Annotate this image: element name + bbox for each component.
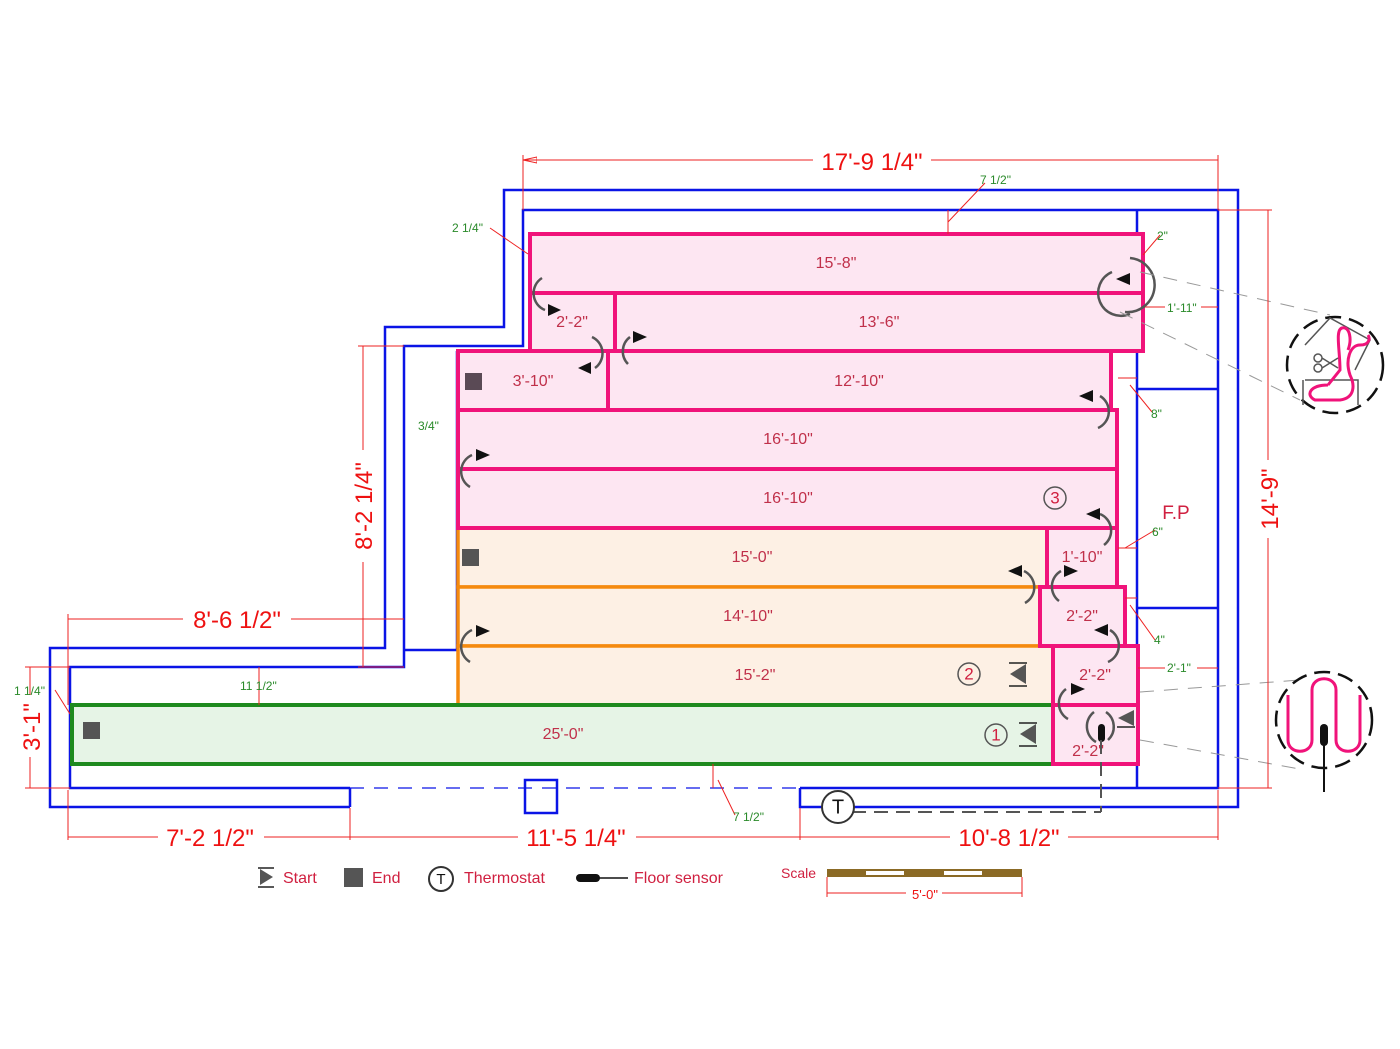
strip-label: 15'-2" xyxy=(735,667,776,684)
offset-label: 2'-1" xyxy=(1167,661,1191,675)
floor-drain-box xyxy=(523,778,559,815)
thermostat-icon-letter: T xyxy=(436,871,445,888)
offset-label: 6" xyxy=(1152,525,1163,539)
legend-scale: Scale xyxy=(781,865,816,881)
start-icon xyxy=(1019,722,1037,747)
strip-r2b xyxy=(613,291,1145,353)
zone-markers: 1 2 3 xyxy=(957,486,1067,747)
dim-left-lower-width: 8'-6 1/2" xyxy=(193,607,281,634)
scale-length: 5'-0" xyxy=(912,887,938,902)
strip-label: 12'-10" xyxy=(834,373,884,390)
thermostat: T xyxy=(821,790,855,824)
strip-label: 1'-10" xyxy=(1062,549,1103,566)
heating-strips xyxy=(70,232,1145,766)
zone-number: 3 xyxy=(1050,488,1059,507)
strip-label: 25'-0" xyxy=(543,726,584,743)
offset-label: 1 1/4" xyxy=(14,684,45,698)
strip-label: 2'-2" xyxy=(556,314,588,331)
end-icon xyxy=(344,868,363,887)
strip-label: 2'-2" xyxy=(1066,608,1098,625)
zone-number: 1 xyxy=(991,725,1000,744)
offset-label: 3/4" xyxy=(418,419,439,433)
floor-sensor-icon xyxy=(576,874,628,882)
strip-label: 14'-10" xyxy=(723,608,773,625)
legend-floor-sensor: Floor sensor xyxy=(634,870,724,887)
dimensions: 17'-9 1/4" 14'-9" 8'-2 1/4" 8'-6 1/2" 3'… xyxy=(14,147,1284,852)
thermostat-symbol: T xyxy=(832,796,844,818)
strip-r8b xyxy=(1051,644,1140,707)
end-icon xyxy=(462,549,479,566)
start-icon xyxy=(258,867,274,888)
offset-label: 11 1/2" xyxy=(240,679,277,693)
strip-label: 15'-0" xyxy=(732,549,773,566)
offset-label: 7 1/2" xyxy=(980,173,1011,187)
dim-top-width: 17'-9 1/4" xyxy=(821,149,922,176)
strip-r5 xyxy=(456,467,1119,530)
strip-label: 2'-2" xyxy=(1072,743,1104,760)
legend-end: End xyxy=(372,870,400,887)
offset-label: 4" xyxy=(1154,633,1165,647)
offset-label: 7 1/2" xyxy=(733,810,764,824)
dim-bottom-middle: 11'-5 1/4" xyxy=(526,825,625,852)
detail-sensor-callout xyxy=(1274,670,1374,792)
strip-r6b xyxy=(1045,526,1119,589)
strip-label: 3'-10" xyxy=(513,373,554,390)
dim-left-lower-height: 3'-1" xyxy=(19,703,46,751)
scissors-icon xyxy=(1313,353,1339,373)
strip-label: 16'-10" xyxy=(763,431,813,448)
dim-right-height: 14'-9" xyxy=(1257,468,1284,529)
offset-label: 2" xyxy=(1157,229,1168,243)
start-icon xyxy=(1009,662,1027,687)
strip-labels: 15'-8" 2'-2" 13'-6" 3'-10" 12'-10" 16'-1… xyxy=(513,255,1111,760)
offset-label: 1'-11" xyxy=(1167,301,1197,315)
end-markers xyxy=(83,373,482,739)
dim-bottom-left: 7'-2 1/2" xyxy=(166,825,254,852)
turn-arrows xyxy=(459,256,1156,744)
dim-left-upper-height: 8'-2 1/4" xyxy=(351,462,378,550)
fireplace-label: F.P xyxy=(1162,503,1189,524)
scale-bar: 5'-0" xyxy=(826,869,1023,902)
legend-thermostat: Thermostat xyxy=(464,870,545,887)
strip-label: 15'-8" xyxy=(816,255,857,272)
start-icon xyxy=(1117,710,1135,728)
strip-label: 13'-6" xyxy=(859,314,900,331)
thermostat-icon xyxy=(428,866,454,892)
offset-label: 8" xyxy=(1151,407,1162,421)
zone-number: 2 xyxy=(964,664,973,683)
legend: Start End T Thermostat Floor sensor Scal… xyxy=(258,865,1023,902)
strip-r3b xyxy=(606,349,1113,412)
floor-sensor xyxy=(852,724,1105,813)
strip-label: 2'-2" xyxy=(1079,667,1111,684)
dim-bottom-right: 10'-8 1/2" xyxy=(958,825,1059,852)
end-icon xyxy=(465,373,482,390)
offset-label: 2 1/4" xyxy=(452,221,483,235)
start-markers xyxy=(1009,662,1135,747)
legend-start: Start xyxy=(283,870,317,887)
end-icon xyxy=(83,722,100,739)
strip-r9b xyxy=(1051,703,1140,766)
detail-cut-callout xyxy=(1119,271,1385,771)
strip-r9a xyxy=(70,703,1055,766)
strip-label: 16'-10" xyxy=(763,490,813,507)
